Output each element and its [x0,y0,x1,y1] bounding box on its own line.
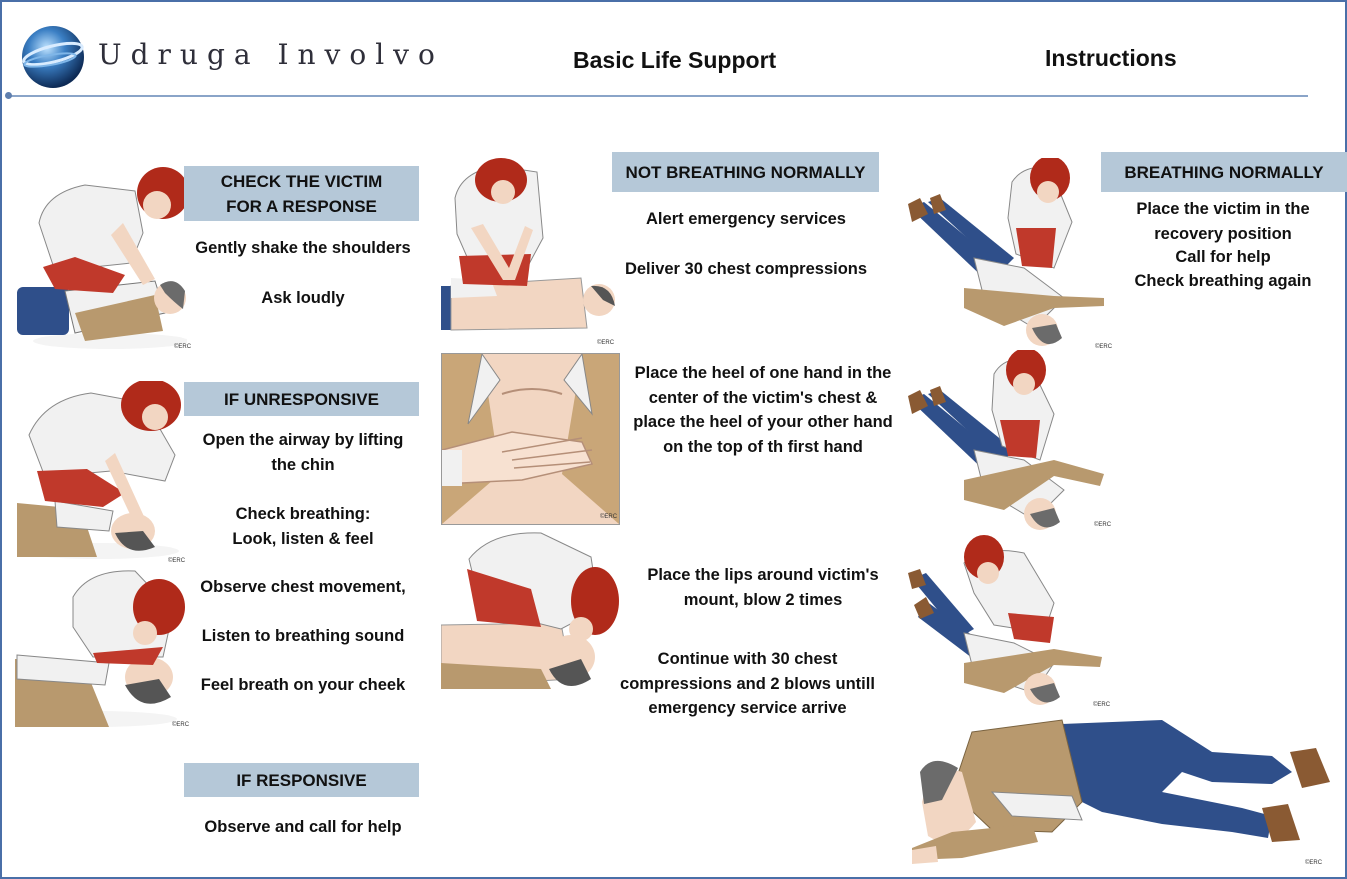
instruction-hand-placement: Place the heel of one hand in the center… [633,364,893,456]
instruction-listen-breathing: Listen to breathing sound [201,627,405,645]
instruction-check-breathing: Check breathing: Look, listen & feel [232,505,374,548]
illustration-chest-compressions [441,158,616,353]
instruction-open-airway: Open the airway by lifting the chin [202,431,404,474]
erc-watermark: ©ERC [172,722,190,728]
instruction-observe-chest: Observe chest movement, [200,578,406,596]
divider-dot [5,92,12,99]
instruction-alert-services: Alert emergency services [646,210,846,228]
breathing-normally-header-label: BREATHING NORMALLY [1124,162,1324,182]
illustration-open-airway [15,379,187,571]
breathing-normally-header: BREATHING NORMALLY [1101,152,1347,192]
instruction-deliver-compressions: Deliver 30 chest compressions [624,260,868,278]
illustration-recovery-step-1 [904,156,1109,358]
unresponsive-header: IF UNRESPONSIVE [184,382,419,416]
responsive-header: IF RESPONSIVE [184,763,419,797]
unresponsive-header-label: IF UNRESPONSIVE [224,389,379,409]
not-breathing-header-label: NOT BREATHING NORMALLY [625,162,866,182]
illustration-look-listen-feel [13,567,185,737]
erc-watermark: ©ERC [168,558,186,564]
globe-logo-icon [22,26,84,88]
illustration-shake-shoulders [15,163,189,358]
instruction-ask-loudly: Ask loudly [261,289,345,307]
illustration-recovery-step-3 [904,533,1109,718]
instructions-title: Instructions [1045,45,1177,71]
instruction-check-again: Check breathing again [1134,272,1312,290]
erc-watermark: ©ERC [600,514,618,520]
erc-watermark: ©ERC [1094,522,1112,528]
logo-text: Udruga Involvo [98,38,444,71]
check-response-header: CHECK THE VICTIM FOR A RESPONSE [184,166,419,221]
not-breathing-header: NOT BREATHING NORMALLY [612,152,879,192]
instruction-rescue-breaths: Place the lips around victim's mount, bl… [647,566,879,609]
illustration-recovery-step-2 [904,348,1109,537]
erc-watermark: ©ERC [1305,860,1323,866]
erc-watermark: ©ERC [1095,344,1113,350]
erc-watermark: ©ERC [597,340,615,346]
check-response-header-label: CHECK THE VICTIM FOR A RESPONSE [220,171,383,216]
illustration-recovery-position-final [912,712,1337,877]
logo [20,22,86,97]
responsive-header-label: IF RESPONSIVE [236,770,367,790]
illustration-hand-placement [441,352,620,530]
instruction-observe-call-help: Observe and call for help [204,818,402,836]
page-title: Basic Life Support [573,47,777,73]
instruction-continue-cpr: Continue with 30 chest compressions and … [620,650,875,717]
instruction-shake-shoulders: Gently shake the shoulders [195,239,411,257]
instruction-recovery-position: Place the victim in the recovery positio… [1136,200,1310,243]
erc-watermark: ©ERC [174,344,192,350]
instruction-feel-breath: Feel breath on your cheek [200,676,406,694]
header-divider [8,95,1308,97]
instruction-call-help: Call for help [1175,248,1271,266]
illustration-rescue-breaths [440,529,621,699]
erc-watermark: ©ERC [1093,702,1111,708]
